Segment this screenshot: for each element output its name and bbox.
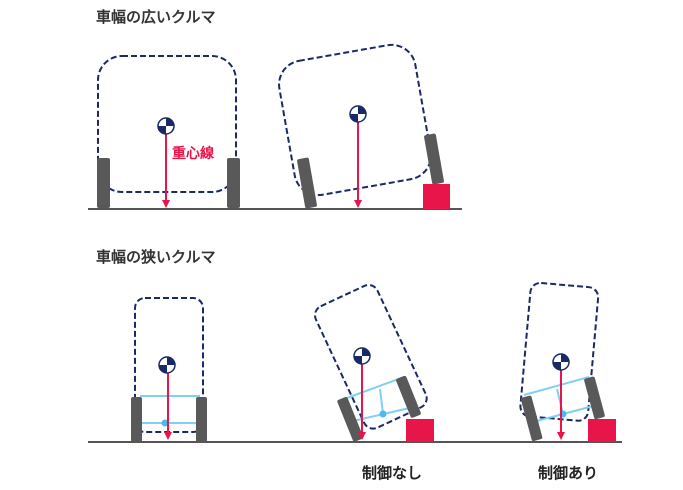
car-body-outline [278, 43, 432, 197]
left-tire [131, 397, 142, 442]
car-body-outline [519, 281, 600, 422]
center-of-gravity-marker [353, 347, 371, 365]
obstacle-block [423, 184, 450, 209]
obstacle-block [588, 419, 616, 442]
narrow-car-no-control [314, 284, 434, 442]
right-tire [424, 133, 444, 185]
right-tire [196, 397, 207, 442]
right-tire [227, 158, 240, 208]
suspension-strut [379, 388, 384, 415]
wide-car-tilted [278, 43, 450, 209]
caption-without-control: 制御なし [362, 464, 422, 482]
gravity-line-label: 重心線 [172, 145, 214, 162]
caption-with-control: 制御あり [538, 464, 598, 482]
obstacle-block [406, 419, 434, 442]
center-of-gravity-marker [349, 105, 367, 123]
left-tire [337, 397, 364, 442]
narrow-car-with-control [519, 281, 616, 442]
left-tire [297, 157, 317, 209]
center-of-gravity-marker [157, 117, 175, 135]
heading-narrow-car: 車幅の狭いクルマ [96, 248, 216, 266]
suspension-arm [346, 376, 405, 399]
narrow-car-level [131, 297, 207, 442]
left-tire [97, 158, 110, 208]
right-tire [584, 376, 605, 420]
left-tire [520, 395, 543, 442]
center-of-gravity-marker [552, 353, 570, 371]
suspension-arm [523, 376, 590, 396]
car-body-outline [314, 284, 428, 430]
wide-car-level: 重心線 [97, 55, 240, 208]
right-tire [396, 375, 421, 418]
suspension-joint [379, 410, 387, 418]
center-of-gravity-marker [158, 356, 176, 374]
heading-wide-car: 車幅の広いクルマ [96, 8, 216, 26]
suspension-joint [161, 419, 169, 427]
